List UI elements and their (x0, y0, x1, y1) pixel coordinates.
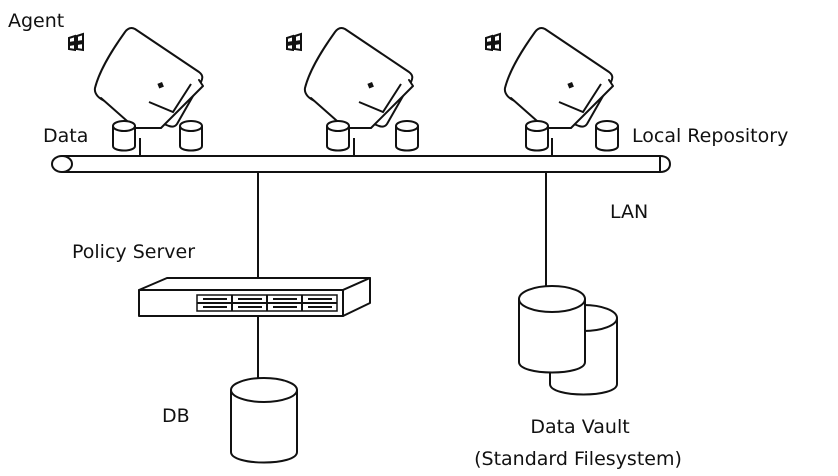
local-repository-label: Local Repository (632, 125, 788, 147)
lan-label: LAN (610, 201, 648, 223)
agent-laptop-icon (303, 27, 414, 129)
windows-logo-icon (68, 33, 84, 51)
db-icon (230, 377, 298, 464)
lan-bus (51, 155, 672, 173)
data-vault-sublabel: (Standard Filesystem) (474, 448, 682, 470)
local-repository-icon (595, 120, 619, 152)
data-vault-label: Data Vault (530, 416, 629, 438)
agent-laptop-icon (503, 27, 614, 129)
local-repository-icon (326, 120, 350, 152)
windows-logo-icon (485, 33, 501, 51)
policy-server-icon (138, 277, 371, 317)
policy-server-label: Policy Server (72, 241, 195, 263)
agent-laptop-icon (93, 27, 204, 129)
db-label: DB (162, 405, 190, 427)
windows-logo-icon (286, 33, 302, 51)
local-repository-icon (525, 120, 549, 152)
agent-label: Agent (8, 10, 64, 32)
local-repository-icon (395, 120, 419, 152)
data-vault-icon (518, 285, 618, 396)
local-repository-icon (179, 120, 203, 152)
local-repository-icon (112, 120, 136, 152)
data-label: Data (43, 125, 88, 147)
